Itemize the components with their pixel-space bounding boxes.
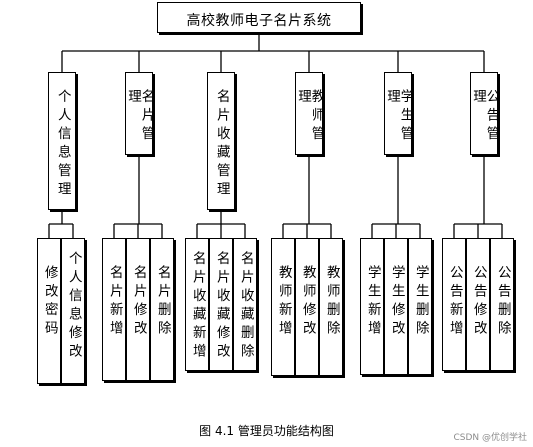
module-box: 名片收藏管理	[207, 72, 235, 210]
module-label: 名片收藏管理	[213, 89, 230, 200]
module-box: 公告管理	[470, 72, 500, 155]
leaf-label: 名片删除	[154, 265, 171, 339]
leaf-label: 名片修改	[130, 265, 147, 339]
leaf-box: 教师删除	[319, 238, 343, 376]
leaf-label: 教师修改	[299, 265, 316, 339]
leaf-label: 学生删除	[412, 265, 429, 339]
leaf-box: 名片收藏删除	[233, 238, 257, 371]
leaf-label: 名片新增	[106, 265, 123, 339]
leaf-box: 公告修改	[466, 238, 490, 371]
leaf-box: 修改密码	[37, 238, 61, 384]
leaf-label: 教师删除	[323, 265, 340, 339]
leaf-label: 名片收藏修改	[213, 251, 230, 362]
leaf-label: 学生新增	[364, 265, 381, 339]
module-label: 学生管理	[384, 89, 414, 145]
leaf-box: 学生新增	[360, 238, 384, 375]
watermark: CSDN @优创学社	[453, 433, 527, 443]
root-node-label: 高校教师电子名片系统	[186, 13, 332, 29]
module-box: 学生管理	[384, 72, 414, 155]
leaf-box: 学生修改	[384, 238, 408, 375]
leaf-box: 名片修改	[126, 238, 150, 381]
leaf-label: 学生修改	[388, 265, 405, 339]
leaf-box: 个人信息修改	[61, 238, 85, 384]
module-label: 个人信息管理	[54, 89, 71, 200]
leaf-box: 名片收藏新增	[185, 238, 209, 371]
leaf-box: 名片删除	[150, 238, 174, 381]
module-box: 个人信息管理	[48, 72, 76, 210]
module-label: 公告管理	[470, 89, 500, 145]
leaf-label: 公告删除	[494, 265, 511, 339]
leaf-box: 公告新增	[442, 238, 466, 371]
leaf-label: 公告修改	[470, 265, 487, 339]
leaf-label: 教师新增	[275, 265, 292, 339]
module-label: 名片管理	[125, 89, 155, 145]
leaf-box: 教师新增	[271, 238, 295, 376]
figure-caption: 图 4.1 管理员功能结构图	[199, 424, 334, 438]
leaf-box: 学生删除	[408, 238, 432, 375]
leaf-box: 名片新增	[102, 238, 126, 381]
leaf-box: 名片收藏修改	[209, 238, 233, 371]
leaf-label: 名片收藏删除	[237, 251, 254, 362]
module-box: 教师管理	[295, 72, 325, 155]
root-node: 高校教师电子名片系统	[157, 2, 361, 33]
leaf-box: 教师修改	[295, 238, 319, 376]
leaf-label: 个人信息修改	[65, 251, 82, 362]
module-label: 教师管理	[295, 89, 325, 145]
leaf-label: 公告新增	[446, 265, 463, 339]
module-box: 名片管理	[125, 72, 155, 155]
leaf-label: 名片收藏新增	[189, 251, 206, 362]
leaf-label: 修改密码	[41, 265, 58, 339]
leaf-box: 公告删除	[490, 238, 514, 371]
